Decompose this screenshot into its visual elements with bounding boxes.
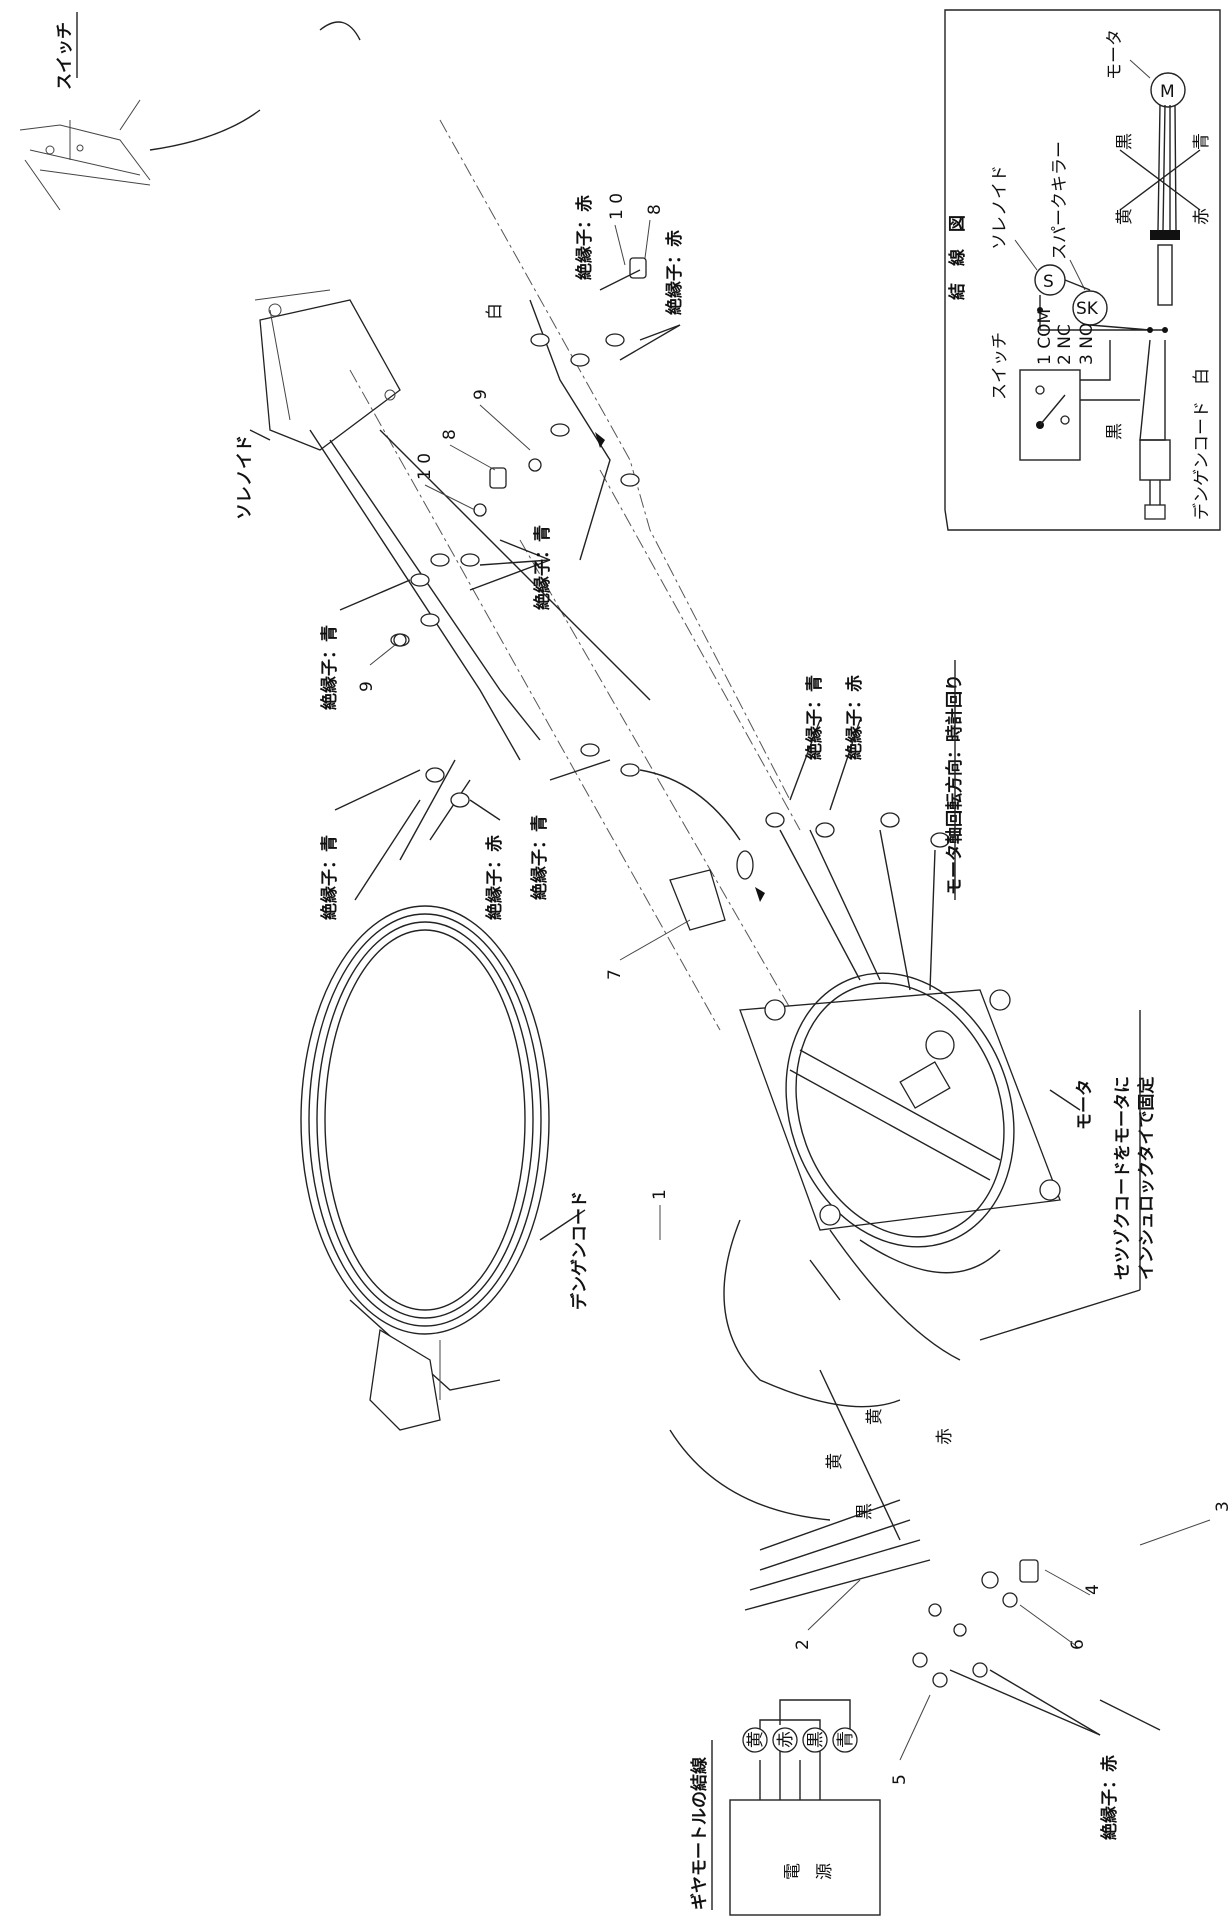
power-cord-label: デンゲンコード (569, 1191, 590, 1310)
insulator-blue-label-4: 絶縁子：青 (529, 815, 550, 900)
power-supply-char-2: 源 (815, 1863, 835, 1880)
insulator-red-label-3: 絶縁子：赤 (484, 835, 505, 920)
power-supply-char-1: 電 (783, 1863, 803, 1880)
part-number-1: 1 (650, 1189, 670, 1200)
wire-yellow-label-2: 黄 (825, 1453, 845, 1470)
spark-killer-symbol-text: SK (1076, 299, 1099, 319)
part-number-4: 4 (1083, 1584, 1103, 1595)
part-number-8a: 8 (645, 204, 665, 215)
insulator-red-label-4: 絶縁子：赤 (844, 675, 865, 760)
gear-motor-wiring: 電 源 黄 赤 黒 青 (729, 1699, 881, 1916)
part-number-6: 6 (1068, 1639, 1088, 1650)
solenoid-drawing (254, 289, 401, 451)
wd-power-cord-label: デンゲンコード (1191, 401, 1212, 520)
part-number-5: 5 (890, 1774, 910, 1785)
box-red: 赤 (776, 1731, 796, 1748)
wd-terminal-com: 1 COM (1035, 309, 1055, 365)
insulator-blue-label-2: 絶縁子：青 (319, 625, 340, 710)
power-cord-coil (300, 799, 550, 1431)
box-yellow: 黄 (746, 1731, 766, 1748)
switch-label: スイッチ (55, 22, 75, 90)
solenoid-symbol-text: S (1043, 272, 1054, 292)
insulator-blue-label-1: 絶縁子：青 (532, 525, 553, 610)
insulator-blue-label-3: 絶縁子：青 (319, 835, 340, 920)
wire-black-label: 黒 (855, 1503, 875, 1520)
wd-solenoid-label: ソレノイド (990, 165, 1010, 250)
wd-terminal-nc: 2 NC (1055, 324, 1075, 365)
wd-wire-white: 白 (1192, 368, 1212, 385)
wd-switch-label: スイッチ (990, 332, 1010, 400)
wd-wire-black-1: 黒 (1115, 133, 1135, 150)
insulator-red-label-2: 絶縁子：赤 (664, 230, 685, 315)
part-number-10a: 1 0 (607, 193, 627, 220)
wd-wire-blue: 青 (1192, 133, 1212, 150)
part-number-7: 7 (605, 969, 625, 980)
wire-yellow-label: 黄 (865, 1408, 885, 1425)
gear-motor-wiring-label: ギヤモートルの結線 (689, 1757, 710, 1910)
wd-spark-killer-label: スパークキラー (1050, 141, 1070, 260)
wiring-diagram-box: 結 線 図 M モータ 黒 青 黄 赤 S ソレノイド SK スパークキラー ス… (944, 9, 1221, 531)
screws (393, 257, 647, 647)
motor-label: モータ (1075, 1079, 1095, 1130)
switch-drawing (19, 21, 361, 211)
wiring-diagram-title: 結 線 図 (947, 215, 968, 300)
insulator-blue-label-5: 絶縁子：青 (804, 675, 825, 760)
part-number-9b: 9 (357, 681, 377, 692)
motor-base-drawing (669, 1219, 1161, 1731)
insulator-red-label-1: 絶縁子：赤 (574, 195, 595, 280)
wd-wire-red: 赤 (1192, 208, 1212, 225)
motor-symbol (1150, 72, 1186, 108)
white-wire-label: 白 (485, 303, 505, 320)
insulators-upper (390, 333, 640, 777)
wd-motor-label: モータ (1105, 29, 1125, 80)
wire-red-label: 赤 (935, 1428, 955, 1445)
part-number-3: 3 (1213, 1501, 1232, 1512)
box-black: 黒 (806, 1731, 826, 1748)
cord-fix-label-1: セツゾクコードをモータに (1113, 1076, 1133, 1280)
wd-terminal-no: 3 NO (1077, 323, 1097, 365)
cord-fix-label-2: インシュロックタイで固定 (1136, 1077, 1157, 1280)
box-blue: 青 (836, 1731, 856, 1748)
insulator-red-label-5: 絶縁子：赤 (1099, 1755, 1120, 1840)
solenoid-label: ソレノイド (235, 435, 255, 520)
motor-drawing (739, 972, 1061, 1361)
part-number-8b: 8 (440, 429, 460, 440)
motor-symbol-text: M (1160, 82, 1175, 102)
wd-wire-yellow: 黄 (1115, 208, 1135, 225)
part-number-9a: 9 (471, 389, 491, 400)
wd-wire-black-2: 黒 (1105, 423, 1125, 440)
part-number-2: 2 (793, 1639, 813, 1650)
part-number-10b: 1 0 (415, 453, 435, 480)
